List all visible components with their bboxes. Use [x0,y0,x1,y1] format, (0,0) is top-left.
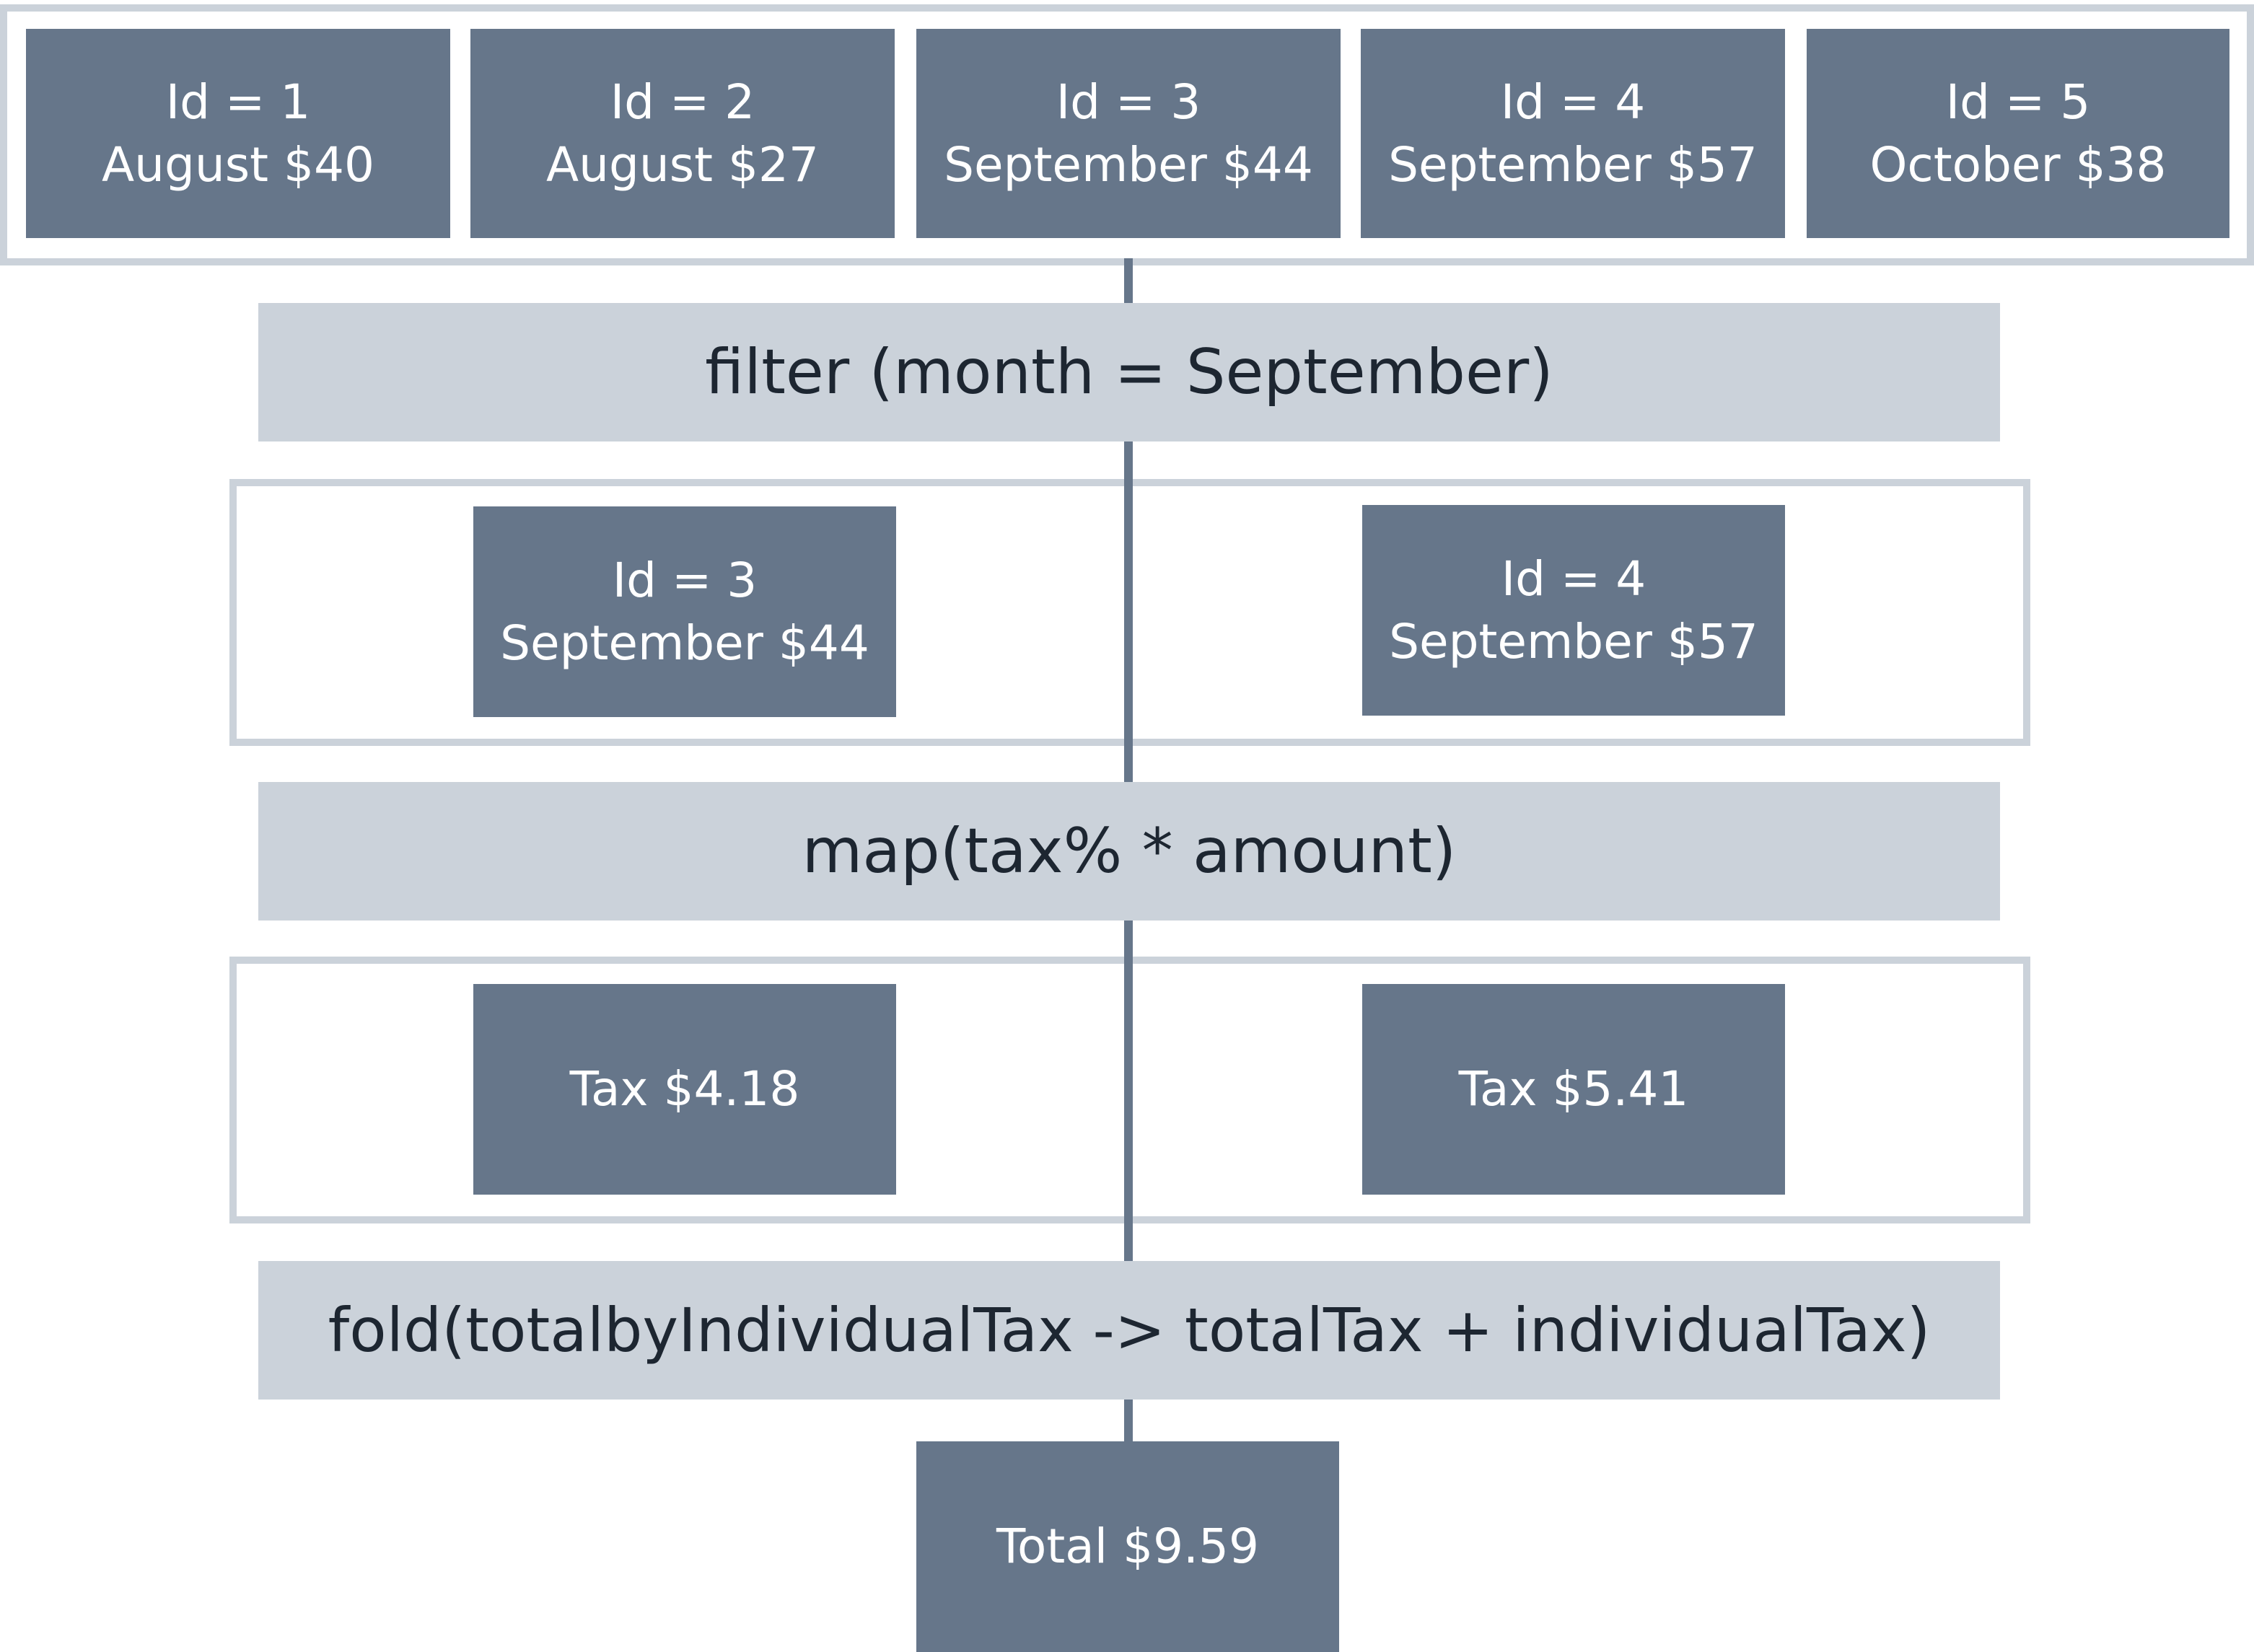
input-record-4: Id = 4 September $57 [1361,29,1785,238]
input-record-1: Id = 1 August $40 [26,29,450,238]
record-value: October $38 [1869,137,2167,193]
record-id: Id = 3 [1056,74,1201,130]
record-id: Id = 4 [1501,550,1646,607]
total-value: Total $9.59 [996,1519,1260,1575]
tax-record-4: Tax $5.41 [1362,984,1785,1195]
record-value: Tax $4.18 [569,1061,800,1117]
record-value: September $57 [1388,137,1758,193]
map-step-label: map(tax% * amount) [802,815,1457,887]
record-id: Id = 1 [165,74,311,130]
tax-record-3: Tax $4.18 [473,984,896,1195]
input-record-5: Id = 5 October $38 [1807,29,2229,238]
filter-step-label: filter (month = September) [705,336,1553,408]
record-id: Id = 3 [612,552,758,608]
record-value: September $44 [500,615,869,671]
fold-step: fold(totalbyIndividualTax -> totalTax + … [258,1261,2000,1400]
input-record-3: Id = 3 September $44 [916,29,1341,238]
record-value: August $27 [546,137,819,193]
record-value: September $44 [944,137,1313,193]
input-frame-connector [1124,258,1133,274]
filtered-record-3: Id = 3 September $44 [473,506,896,717]
filtered-frame-connector [1124,479,1133,746]
record-id: Id = 5 [1945,74,2091,130]
total-result: Total $9.59 [916,1441,1339,1652]
record-value: Tax $5.41 [1458,1061,1689,1117]
record-value: August $40 [102,137,374,193]
record-value: September $57 [1389,614,1758,669]
filtered-record-4: Id = 4 September $57 [1362,505,1785,716]
record-id: Id = 4 [1500,74,1646,130]
input-record-2: Id = 2 August $27 [470,29,895,238]
filter-step: filter (month = September) [258,303,2000,441]
fold-step-label: fold(totalbyIndividualTax -> totalTax + … [328,1295,1931,1366]
record-id: Id = 2 [610,74,755,130]
map-step: map(tax% * amount) [258,782,2000,921]
mapped-frame-connector [1124,957,1133,1223]
